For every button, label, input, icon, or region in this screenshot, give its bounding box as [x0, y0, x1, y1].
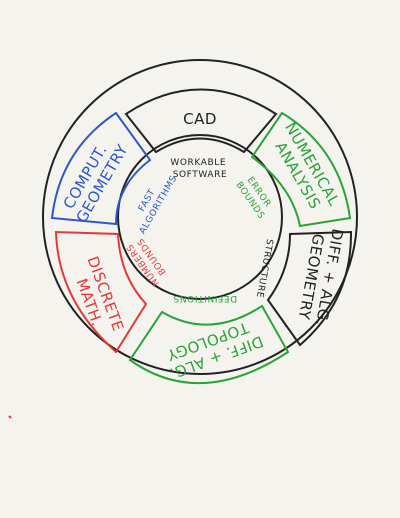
inner-workable-label: WORKABLE SOFTWARE — [170, 158, 229, 180]
inner-circle — [117, 134, 283, 300]
outer-circle — [42, 59, 358, 375]
inner-label-line: SOFTWARE — [173, 170, 228, 180]
segment-discrete-label: DISCRETE MATH. — [67, 254, 129, 345]
segment-cad-label: CAD — [183, 110, 217, 128]
inner-label-line: WORKABLE — [170, 158, 226, 168]
segment-cad-box — [124, 88, 278, 154]
inner-structure-label: STRUCTURE — [254, 238, 274, 299]
segment-topology-box — [128, 304, 290, 385]
segment-discrete-box — [54, 230, 148, 354]
inner-definitions-label: DEFINITIONS — [173, 293, 237, 303]
inner-fast-label: FAST ALGORITHMS — [127, 168, 179, 236]
segment-computgeo-box — [50, 111, 152, 226]
segment-diffgeo-label: DIFF. + ALG. GEOMETRY — [293, 224, 347, 333]
segment-computgeo-label: COMPUT. GEOMETRY — [57, 132, 132, 226]
pen-mark — [8, 415, 12, 419]
segment-diffgeo-box — [266, 230, 353, 347]
segment-numerical-box — [250, 111, 352, 228]
inner-error-label: ERROR BOUNDS — [233, 174, 275, 222]
